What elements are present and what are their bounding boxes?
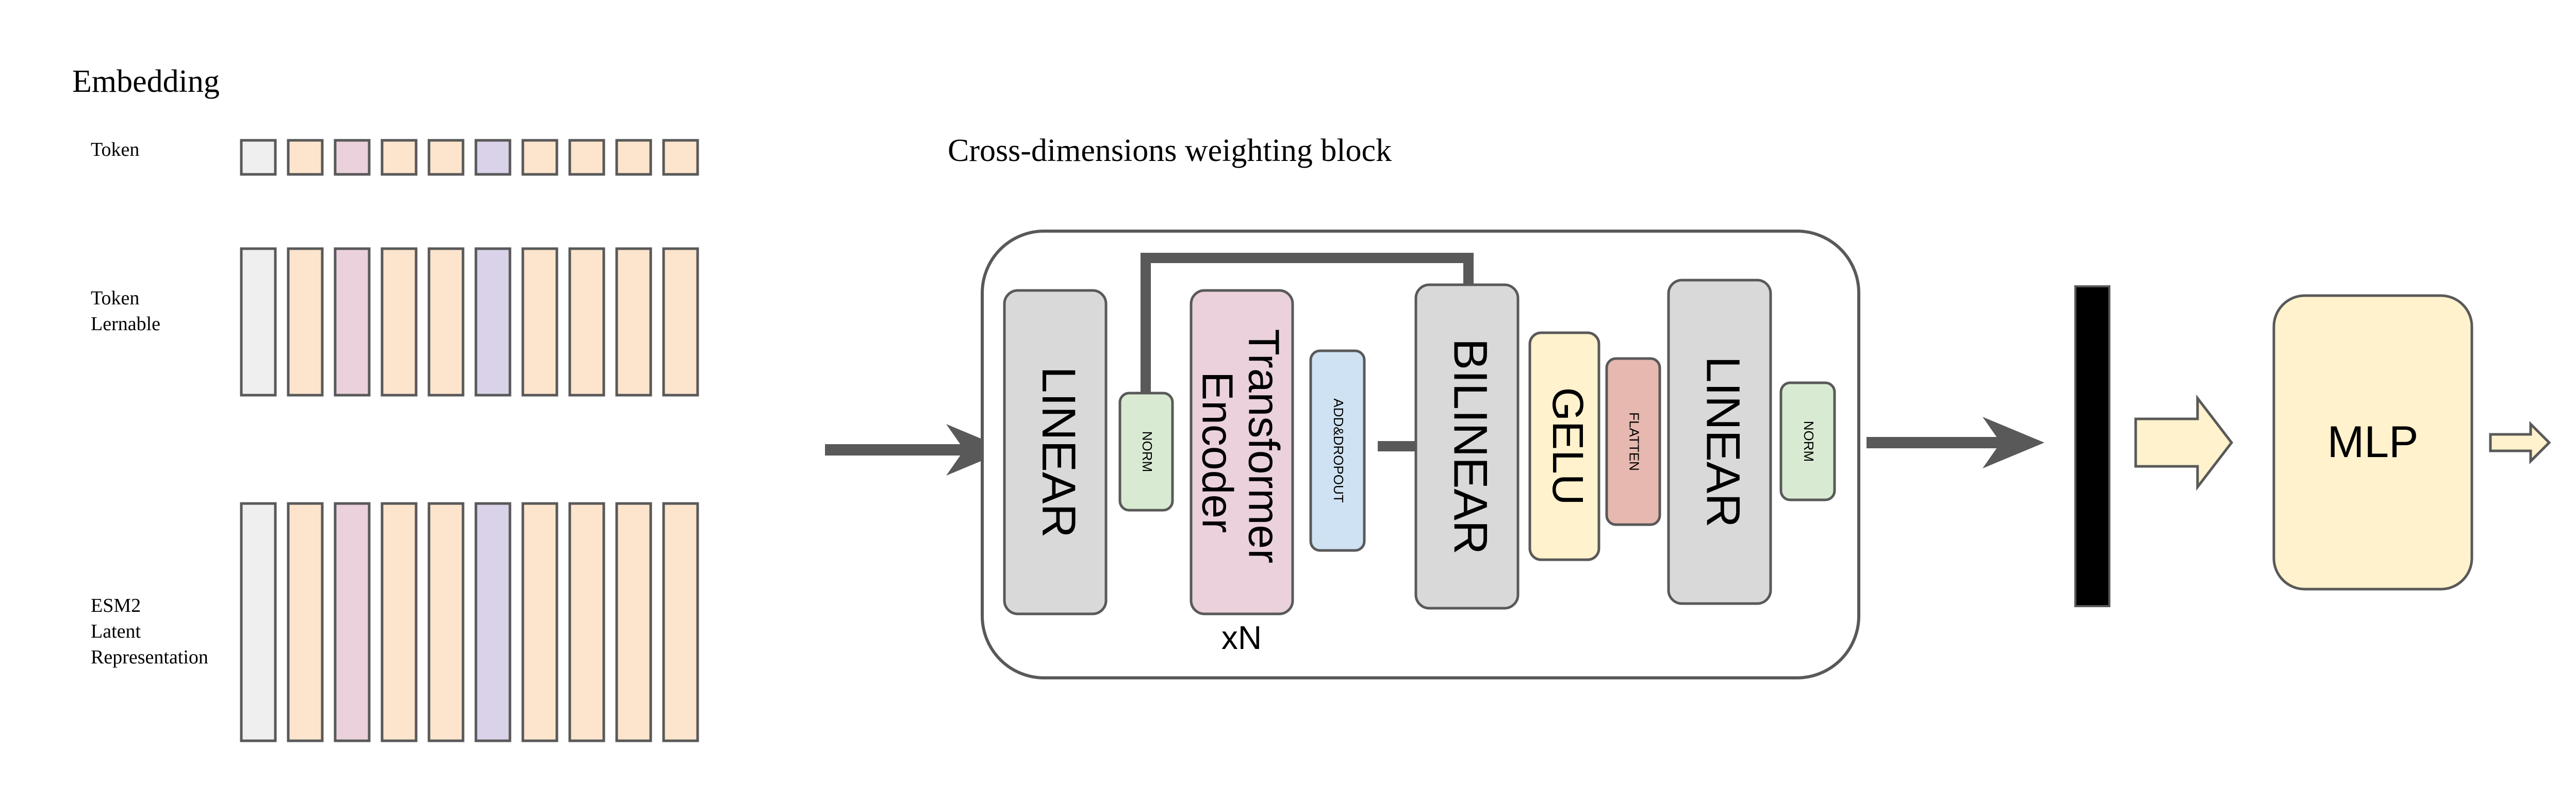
- gelu-layer: GELU: [1528, 331, 1600, 561]
- transformer-encoder: Transformer Encoder: [1190, 289, 1294, 615]
- skip-connection: [1141, 253, 1474, 393]
- embedding-section: Embedding Token Token Lernable ESM2 Late…: [72, 64, 699, 742]
- token-cell: [615, 247, 652, 397]
- token-cell: [381, 247, 418, 397]
- row-label-token-line: Token: [91, 139, 139, 160]
- token-cell: [615, 139, 652, 176]
- token-cell: [568, 247, 605, 397]
- token-cell: [568, 502, 605, 742]
- token-cell: [568, 139, 605, 176]
- token-cell: [334, 502, 371, 742]
- gelu-label: GELU: [1544, 387, 1592, 506]
- token-cell: [662, 139, 699, 176]
- add-dropout-layer: ADD&DROPOUT: [1309, 349, 1366, 552]
- linear-layer-1: LINEAR: [1003, 289, 1108, 615]
- token-cell: [521, 502, 558, 742]
- token-cell: [615, 502, 652, 742]
- transformer-line: Encoder: [1194, 371, 1242, 533]
- bilinear-layer: BILINEAR: [1414, 283, 1520, 610]
- token-cell: [474, 247, 511, 397]
- repeat-label: xN: [1221, 619, 1262, 656]
- token-cell: [662, 502, 699, 742]
- token-cell: [474, 502, 511, 742]
- norm-layer-2: NORM: [1779, 381, 1836, 501]
- token-cell: [427, 247, 465, 397]
- norm-2-label: NORM: [1801, 421, 1817, 462]
- block-title: Cross-dimensions weighting block: [948, 133, 1392, 168]
- row-label-line: Lernable: [91, 313, 160, 335]
- row-label-line: Representation: [91, 646, 208, 668]
- norm-1-label: NORM: [1140, 431, 1155, 472]
- token-cell: [240, 502, 277, 742]
- token-cell: [287, 139, 324, 176]
- flatten-label: FLATTEN: [1627, 412, 1642, 471]
- transformer-line: Transformer: [1240, 329, 1289, 563]
- embedding-title: Embedding: [72, 64, 220, 99]
- input-arrow: [825, 424, 1008, 476]
- linear-2-label: LINEAR: [1697, 356, 1749, 527]
- token-cell: [287, 502, 324, 742]
- flatten-layer: FLATTEN: [1605, 357, 1661, 526]
- token-cell: [521, 247, 558, 397]
- token-cell: [427, 139, 465, 176]
- token-cell: [381, 139, 418, 176]
- transformer-label: Transformer Encoder: [1194, 329, 1289, 576]
- token-cell: [662, 247, 699, 397]
- row-label-token: Token: [91, 139, 139, 160]
- embedding-grid: [240, 139, 699, 742]
- linear-layer-2: LINEAR: [1667, 279, 1772, 605]
- token-cell: [240, 139, 277, 176]
- feature-vector-bar: [2074, 285, 2110, 607]
- add-dropout-label: ADD&DROPOUT: [1331, 398, 1346, 502]
- token-cell: [521, 139, 558, 176]
- token-cell: [427, 502, 465, 742]
- bilinear-label: BILINEAR: [1444, 338, 1497, 555]
- token-cell: [381, 502, 418, 742]
- token-cell: [334, 139, 371, 176]
- row-label-line: Latent: [91, 621, 141, 642]
- output-arrow-small: [2489, 420, 2551, 465]
- row-label-esm2: ESM2 Latent Representation: [91, 595, 208, 668]
- row-label-line: ESM2: [91, 595, 141, 616]
- norm-layer-1: NORM: [1118, 392, 1174, 512]
- mlp-label: MLP: [2327, 417, 2419, 467]
- block-arrow-to-mlp: [2134, 394, 2234, 491]
- token-cell: [334, 247, 371, 397]
- output-arrow: [1867, 417, 2044, 468]
- token-cell: [287, 247, 324, 397]
- token-cell: [474, 139, 511, 176]
- row-label-line: Token: [91, 287, 139, 309]
- row-label-token-lernable: Token Lernable: [91, 287, 160, 335]
- linear-1-label: LINEAR: [1032, 366, 1085, 538]
- cross-dimensions-block: Cross-dimensions weighting block LINEAR …: [948, 133, 1860, 679]
- token-cell: [240, 247, 277, 397]
- mlp-block: MLP: [2272, 294, 2473, 591]
